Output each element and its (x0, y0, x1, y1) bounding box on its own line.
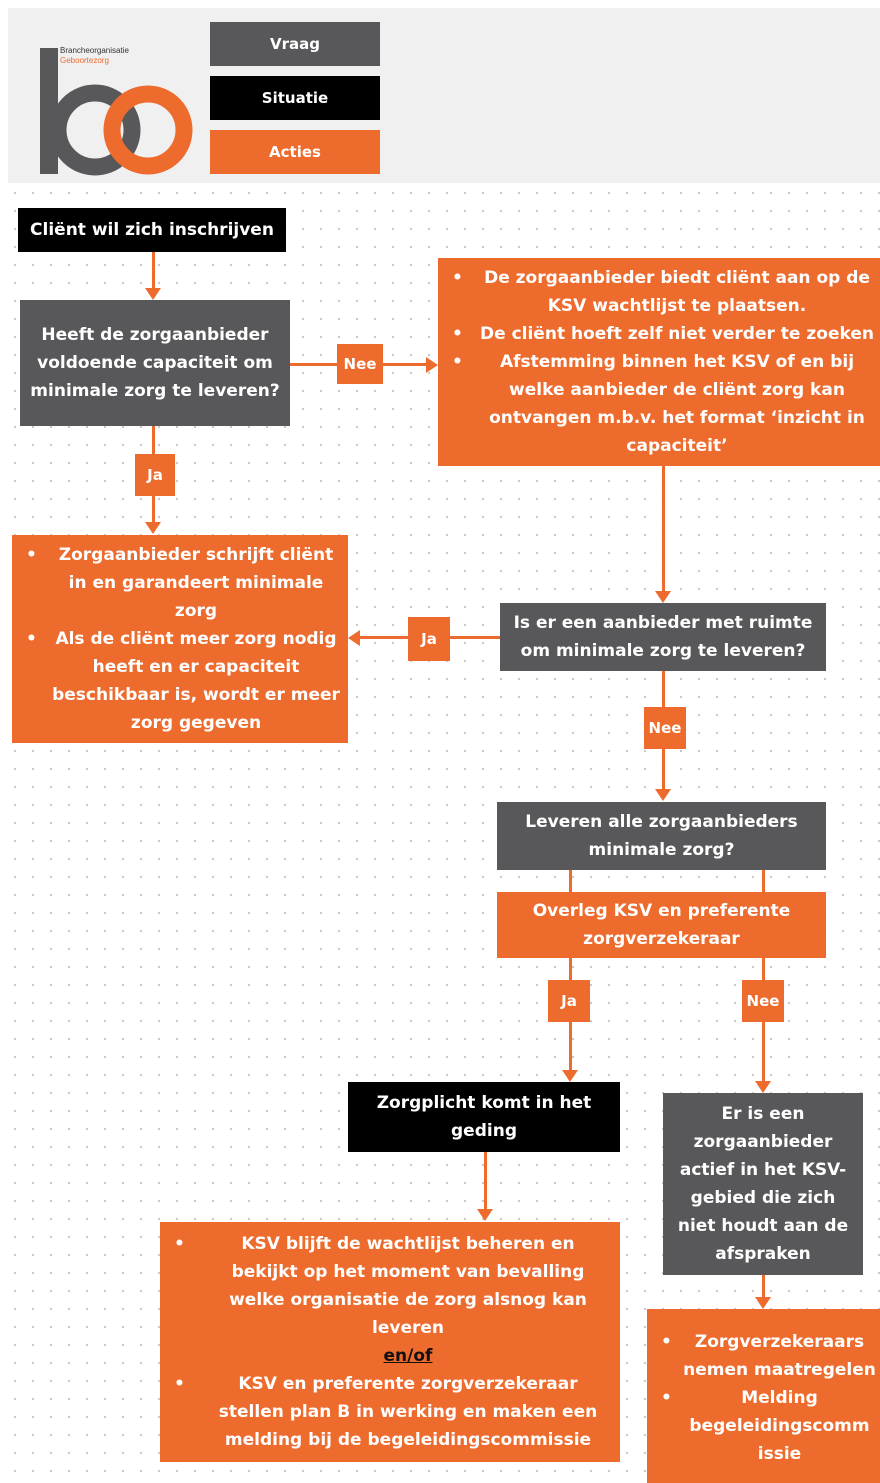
label-ja-3: Ja (548, 980, 590, 1022)
action-plan-list-1: KSV blijft de wachtlijst beheren en beki… (160, 1230, 610, 1342)
action-overleg: Overleg KSV en preferente zorgverzekeraa… (497, 892, 826, 958)
logo-line1: Brancheorganisatie (60, 46, 129, 55)
arrow-start-q1 (145, 288, 161, 300)
arrow-q2-nee (655, 789, 671, 801)
action-plan-content: KSV blijft de wachtlijst beheren en beki… (160, 1230, 610, 1454)
action-ksv-item-3: Afstemming binnen het KSV of en bij welk… (438, 348, 876, 460)
action-ksv-text-1: De zorgaanbieder biedt cliënt aan op de … (484, 268, 870, 316)
action-insurers-text-1: Zorgverzekeraars nemen maatregelen (683, 1332, 876, 1380)
action-plan-item-1: KSV blijft de wachtlijst beheren en beki… (160, 1230, 610, 1342)
connector-q3-overleg-left (569, 870, 572, 892)
label-nee-1: Nee (337, 344, 383, 384)
action-register-item-2: Als de cliënt meer zorg nodig heeft en e… (12, 625, 340, 737)
action-plan-connector: en/of (383, 1346, 433, 1366)
connector-q3-overleg-right (762, 870, 765, 892)
action-plan-list-2: KSV en preferente zorgverzekeraar stelle… (160, 1370, 610, 1454)
action-insurers-item-2: Melding begeleidingscomm issie (647, 1384, 876, 1468)
label-ja-2: Ja (408, 617, 450, 661)
arrow-ksv-q2 (655, 591, 671, 603)
arrow-overleg-nee (755, 1081, 771, 1093)
arrow-zorgplicht-plan (477, 1209, 493, 1221)
connector-zorgplicht-plan (484, 1152, 487, 1209)
label-nee-2: Nee (644, 707, 686, 749)
arrow-q1-ja (145, 522, 161, 534)
legend-question: Vraag (210, 22, 380, 66)
action-insurers-item-1: Zorgverzekeraars nemen maatregelen (647, 1328, 876, 1384)
action-register-text-2: Als de cliënt meer zorg nodig heeft en e… (52, 629, 340, 733)
logo: Brancheorganisatie Geboortezorg (28, 36, 198, 176)
situation-zorgplicht: Zorgplicht komt in het geding (348, 1082, 620, 1152)
logo-line2: Geboortezorg (60, 56, 109, 65)
question-capacity: Heeft de zorgaanbieder voldoende capacit… (20, 300, 290, 426)
action-insurers-text-2: Melding begeleidingscomm issie (689, 1388, 870, 1464)
action-plan-text-1: KSV blijft de wachtlijst beheren en beki… (229, 1234, 587, 1338)
action-register-text-1: Zorgaanbieder schrijft cliënt in en gara… (58, 545, 334, 621)
arrow-q2-ja (348, 630, 360, 646)
action-register-list: Zorgaanbieder schrijft cliënt in en gara… (12, 541, 340, 737)
header-panel: Brancheorganisatie Geboortezorg Vraag Si… (8, 8, 880, 183)
action-plan-text-2: KSV en preferente zorgverzekeraar stelle… (218, 1374, 598, 1450)
bo-logo-mark-icon (40, 48, 193, 176)
action-ksv-waitlist: De zorgaanbieder biedt cliënt aan op de … (438, 258, 880, 466)
connector-q4-insurers (762, 1275, 765, 1297)
label-ja-1: Ja (135, 454, 175, 496)
arrow-q1-nee (426, 357, 438, 373)
legend-situation: Situatie (210, 76, 380, 120)
action-plan-b: KSV blijft de wachtlijst beheren en beki… (160, 1222, 620, 1462)
action-insurers-list: Zorgverzekeraars nemen maatregelen Meldi… (647, 1328, 876, 1468)
action-ksv-list: De zorgaanbieder biedt cliënt aan op de … (438, 264, 876, 460)
action-plan-item-2: KSV en preferente zorgverzekeraar stelle… (160, 1370, 610, 1454)
action-register-item-1: Zorgaanbieder schrijft cliënt in en gara… (12, 541, 340, 625)
question-provider-space: Is er een aanbieder met ruimte om minima… (500, 603, 826, 671)
action-ksv-item-2: De cliënt hoeft zelf niet verder te zoek… (438, 320, 876, 348)
question-all-providers: Leveren alle zorgaanbieders minimale zor… (497, 802, 826, 870)
action-ksv-text-2: De cliënt hoeft zelf niet verder te zoek… (480, 324, 874, 344)
action-register-client: Zorgaanbieder schrijft cliënt in en gara… (12, 535, 348, 743)
start-node: Cliënt wil zich inschrijven (18, 208, 286, 252)
arrow-overleg-ja (562, 1070, 578, 1082)
label-nee-3: Nee (742, 980, 784, 1022)
action-insurers: Zorgverzekeraars nemen maatregelen Meldi… (647, 1309, 880, 1483)
action-ksv-item-1: De zorgaanbieder biedt cliënt aan op de … (438, 264, 876, 320)
legend-actions: Acties (210, 130, 380, 174)
question-noncompliant-provider: Er is een zorgaanbieder actief in het KS… (663, 1093, 863, 1275)
action-ksv-text-3: Afstemming binnen het KSV of en bij welk… (489, 352, 865, 456)
connector-start-q1 (152, 252, 155, 288)
connector-ksv-q2 (662, 466, 665, 591)
arrow-q4-insurers (755, 1297, 771, 1309)
